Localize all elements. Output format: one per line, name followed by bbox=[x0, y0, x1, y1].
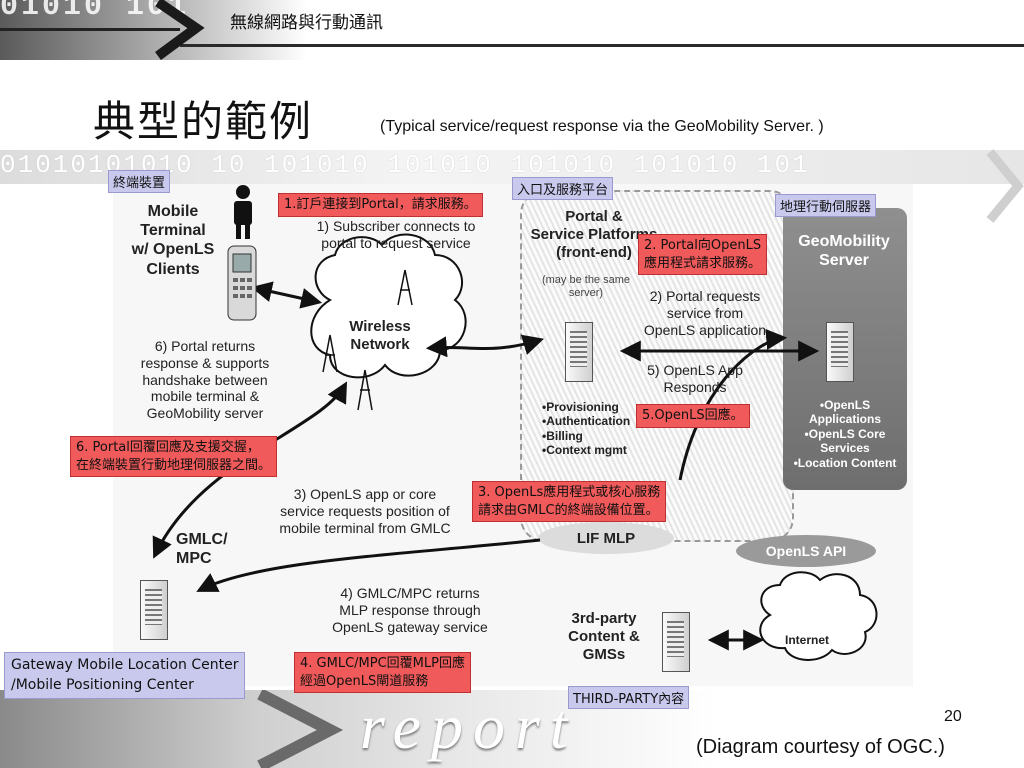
mobile-terminal-label: Mobile Terminal w/ OpenLS Clients bbox=[131, 203, 215, 278]
callout-step5: 5.OpenLS回應。 bbox=[636, 404, 750, 428]
portal-functions: •Provisioning •Authentication •Billing •… bbox=[542, 400, 631, 458]
step6-text: 6) Portal returns response & supports ha… bbox=[140, 338, 270, 422]
page-title: 典型的範例 bbox=[93, 97, 314, 146]
antenna-icons bbox=[322, 269, 413, 411]
wireless-network-label: Wireless Network bbox=[349, 318, 411, 353]
geomobility-title: GeoMobility Server bbox=[798, 233, 890, 270]
internet-label: Internet bbox=[784, 633, 829, 647]
footer-band bbox=[0, 690, 1024, 768]
step5-text: 5) OpenLS App Responds bbox=[647, 362, 743, 395]
geomobility-server-icon bbox=[826, 322, 854, 382]
callout-step4: 4. GMLC/MPC回覆MLP回應 經過OpenLS閘道服務 bbox=[294, 652, 471, 694]
openls-api-ellipse bbox=[736, 535, 876, 567]
gmlc-server-icon bbox=[140, 580, 168, 640]
step2-text: 2) Portal requests service from OpenLS a… bbox=[643, 288, 767, 338]
header-rule-left bbox=[0, 28, 180, 31]
page-subtitle: (Typical service/request response via th… bbox=[380, 118, 824, 135]
label-gmlc-full: Gateway Mobile Location Center /Mobile P… bbox=[4, 652, 246, 699]
decor-report-word: report bbox=[360, 691, 578, 762]
openls-api-label: OpenLS API bbox=[765, 543, 847, 559]
gmlc-label: GMLC/ MPC bbox=[176, 531, 228, 568]
arrow-right-decor-icon bbox=[986, 149, 1024, 223]
page-number: 20 bbox=[944, 708, 962, 725]
label-terminal-device: 終端裝置 bbox=[108, 170, 171, 193]
geomobility-functions: •OpenLS Applications •OpenLS Core Servic… bbox=[793, 398, 897, 470]
diagram-credit: (Diagram courtesy of OGC.) bbox=[696, 736, 945, 758]
label-geo-server: 地理行動伺服器 bbox=[775, 194, 877, 217]
slide-header: 無線網路與行動通訊 bbox=[230, 13, 383, 33]
third-party-server-icon bbox=[662, 612, 690, 672]
label-third-party: THIRD-PARTY內容 bbox=[568, 686, 690, 709]
step1-text: 1) Subscriber connects to portal to requ… bbox=[316, 218, 476, 251]
person-icon bbox=[234, 185, 252, 239]
lif-mlp-label: LIF MLP bbox=[576, 530, 636, 547]
step3-text: 3) OpenLS app or core service requests p… bbox=[279, 486, 451, 536]
callout-step2: 2. Portal向OpenLS 應用程式請求服務。 bbox=[638, 234, 768, 276]
decor-binary-top: 01010 101 bbox=[0, 0, 190, 24]
arrow-right-icon bbox=[155, 0, 205, 60]
header-rule bbox=[180, 44, 1024, 47]
label-portal-platform: 入口及服務平台 bbox=[512, 177, 614, 200]
mobile-phone-icon bbox=[227, 245, 257, 321]
third-party-label: 3rd-party Content & GMSs bbox=[568, 610, 640, 663]
callout-step6: 6. Portal回覆回應及支援交握， 在終端裝置行動地理伺服器之間。 bbox=[70, 436, 278, 478]
internet-cloud-shape bbox=[759, 571, 878, 661]
arrow-right-footer-icon bbox=[257, 690, 344, 768]
lif-mlp-ellipse bbox=[538, 522, 674, 554]
callout-step3: 3. OpenLs應用程式或核心服務 請求由GMLC的終端設備位置。 bbox=[472, 481, 667, 523]
portal-server-icon bbox=[565, 322, 593, 382]
portal-note: (may be the same server) bbox=[541, 274, 631, 300]
callout-step1: 1.訂戶連接到Portal，請求服務。 bbox=[278, 193, 483, 217]
step4-text: 4) GMLC/MPC returns MLP response through… bbox=[332, 585, 488, 635]
